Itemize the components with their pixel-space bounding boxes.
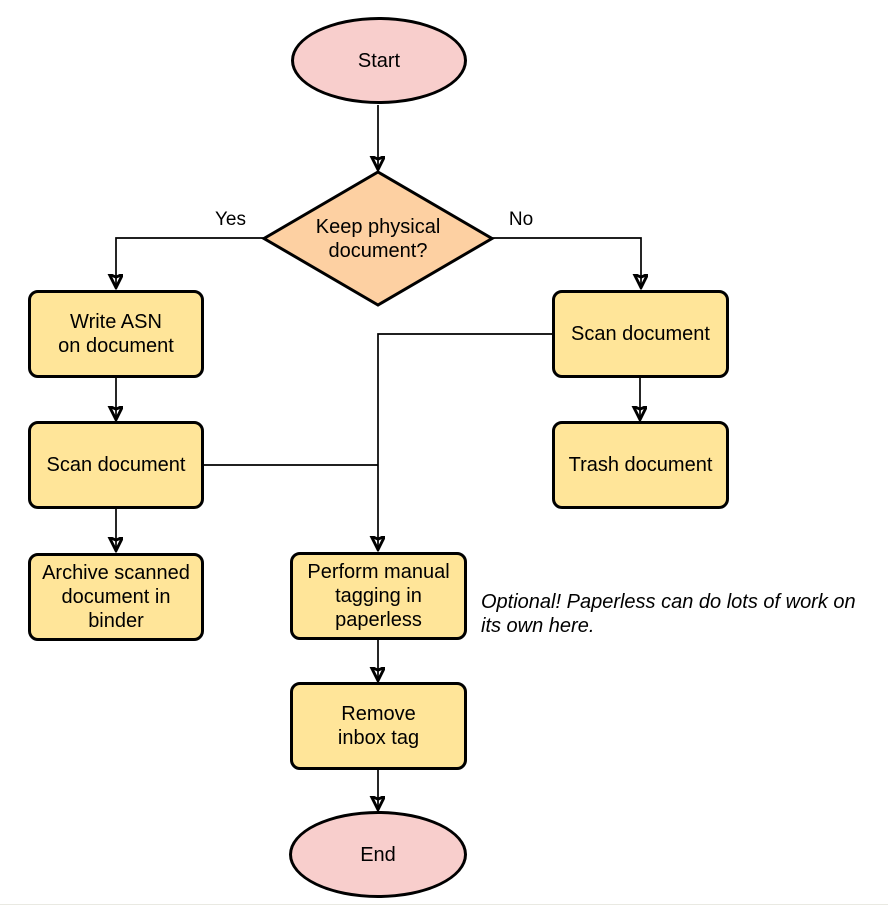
edge-label-yes: Yes [215,209,246,230]
edge-label-no: No [508,209,534,230]
node-scan-document-right-label: Scan document [571,323,710,345]
node-manual-tagging-label: Perform manual tagging in paperless [307,561,450,631]
node-archive-binder: Archive scanned document in binder [28,553,204,641]
edge-scanright-to-tagging [378,333,552,548]
node-write-asn-label: Write ASN on document [58,311,174,357]
node-scan-document-left-label: Scan document [46,454,186,476]
edge-decision-yes [116,237,264,286]
decision-diamond-shape [261,170,495,307]
node-archive-binder-label: Archive scanned document in binder [42,562,190,632]
node-start: Start [291,17,467,104]
edge-decision-no [492,237,641,286]
node-end: End [289,811,467,898]
node-remove-inbox-tag-label: Remove inbox tag [337,703,420,749]
node-decision: Keep physical document? [288,205,468,272]
bottom-edge-line [0,904,888,905]
node-trash-document: Trash document [552,421,729,509]
node-scan-document-right: Scan document [552,290,729,378]
node-trash-document-label: Trash document [568,454,713,476]
node-decision-label: Keep physical document? [315,215,441,262]
node-start-label: Start [357,49,401,72]
node-scan-document-left: Scan document [28,421,204,509]
annotation-optional-note: Optional! Paperless can do lots of work … [481,591,856,638]
node-manual-tagging: Perform manual tagging in paperless [290,552,467,640]
node-end-label: End [360,843,396,866]
node-remove-inbox-tag: Remove inbox tag [290,682,467,770]
node-write-asn: Write ASN on document [28,290,204,378]
